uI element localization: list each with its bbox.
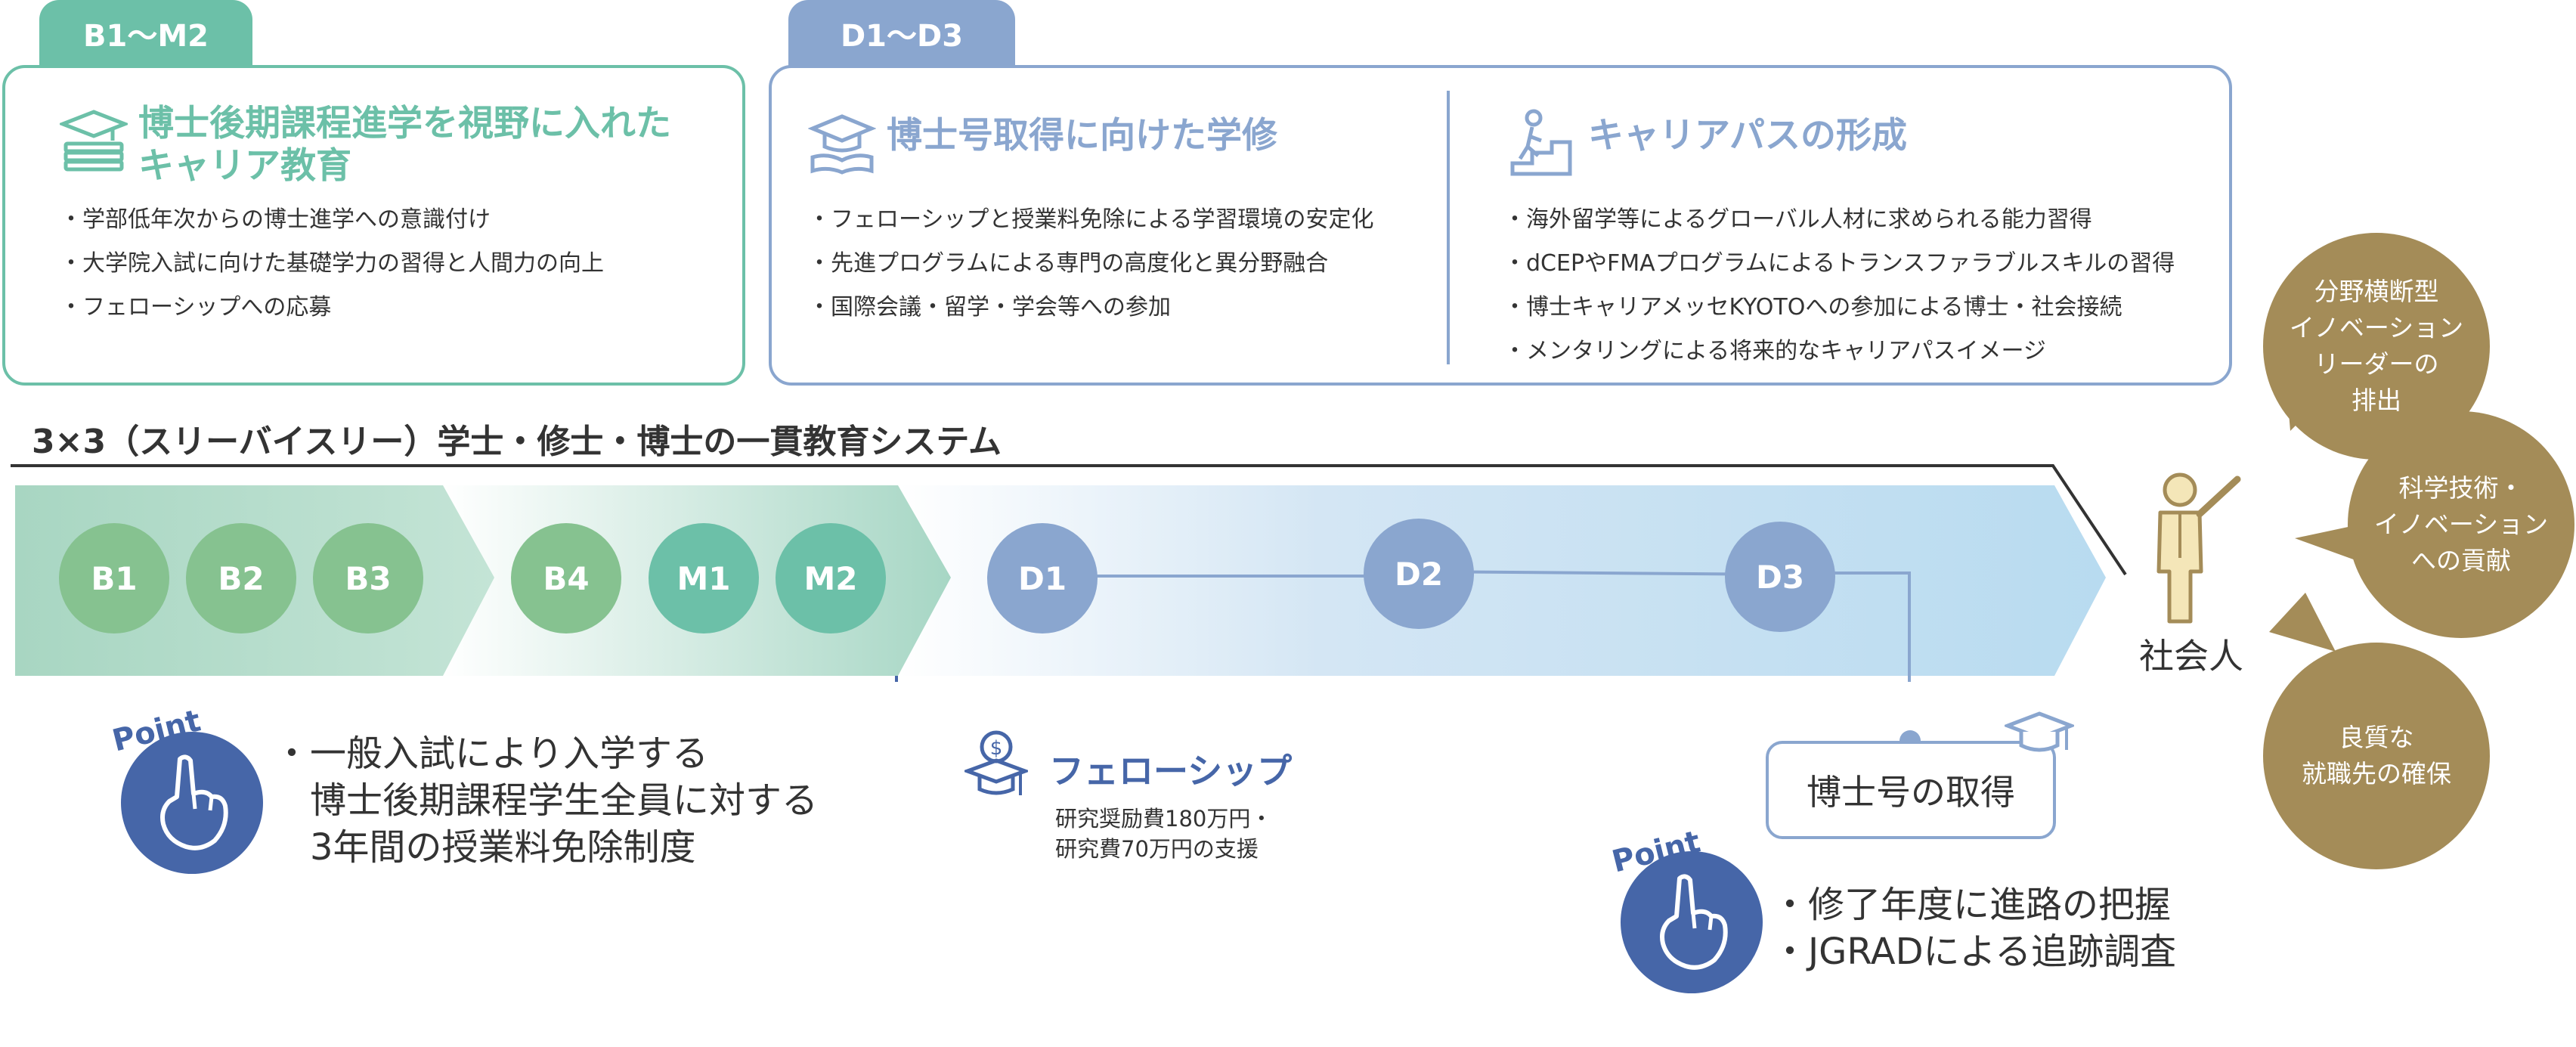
presenting-person-icon [2147, 467, 2245, 626]
list-item: メンタリングによる将来的なキャリアパスイメージ [1503, 330, 2175, 373]
list-item: dCEPやFMAプログラムによるトランスファラブルスキルの習得 [1503, 242, 2175, 286]
stage-d3: D3 [1725, 522, 1835, 632]
list-item: 学部低年次からの博士進学への意識付け [60, 198, 604, 242]
point-badge [1621, 851, 1763, 993]
undergrad-list: 学部低年次からの博士進学への意識付け 大学院入試に向けた基礎学力の習得と人間力の… [60, 198, 604, 330]
list-item: フェローシップと授業料免除による学習環境の安定化 [808, 198, 1374, 242]
point1-line-3: 3年間の授業料免除制度 [274, 826, 696, 869]
list-item: 大学院入試に向けた基礎学力の習得と人間力の向上 [60, 242, 604, 286]
stage-d1: D1 [987, 523, 1098, 633]
degree-label: 博士号の取得 [1807, 772, 2015, 813]
stage-d2: D2 [1364, 519, 1474, 629]
doctoral-study-title: 博士号取得に向けた学修 [887, 115, 1277, 156]
graduation-cap-icon [2005, 711, 2074, 760]
list-item: 博士キャリアメッセKYOTOへの参加による博士・社会接続 [1503, 286, 2175, 330]
coin-graduation-cap-icon: $ [964, 729, 1028, 801]
graduation-cap-book-icon [808, 112, 876, 175]
outcome-employment: 良質な 就職先の確保 [2263, 643, 2490, 869]
outcome-innovation-leader: 分野横断型 イノベーション リーダーの 排出 [2263, 233, 2490, 460]
pointing-hand-icon [160, 754, 228, 850]
point2-line-1: ・修了年度に進路の把握 [1772, 884, 2172, 926]
stage-b4: B4 [511, 523, 621, 633]
doctoral-study-list: フェローシップと授業料免除による学習環境の安定化 先進プログラムによる専門の高度… [808, 198, 1374, 330]
person-climbing-stairs-icon [1509, 109, 1573, 177]
degree-box: 博士号の取得 [1766, 741, 2056, 839]
tab-d1-d3: D1〜D3 [788, 0, 1015, 67]
system-underline [11, 464, 2127, 576]
doctoral-box: 博士号取得に向けた学修 フェローシップと授業料免除による学習環境の安定化 先進プ… [769, 65, 2232, 386]
undergrad-title: 博士後期課程進学を視野に入れた キャリア教育 [138, 103, 671, 187]
list-item: フェローシップへの応募 [60, 286, 604, 330]
system-title: 3×3（スリーバイスリー）学士・修士・博士の一貫教育システム [32, 423, 1002, 461]
point2-line-2: ・JGRADによる追跡調査 [1772, 931, 2177, 973]
books-graduation-cap-icon [60, 109, 128, 172]
stage-m2: M2 [776, 523, 886, 633]
pointing-hand-icon [1660, 874, 1728, 970]
svg-text:$: $ [990, 737, 1003, 760]
stage-b2: B2 [186, 523, 296, 633]
point1-line-2: 博士後期課程学生全員に対する [274, 779, 819, 822]
box-divider [1447, 91, 1450, 364]
stage-b1: B1 [59, 523, 169, 633]
point1-line-1: ・一般入試により入学する [274, 733, 709, 775]
undergrad-box: 博士後期課程進学を視野に入れた キャリア教育 学部低年次からの博士進学への意識付… [2, 65, 745, 386]
career-path-title: キャリアパスの形成 [1588, 115, 1908, 156]
list-item: 先進プログラムによる専門の高度化と異分野融合 [808, 242, 1374, 286]
fellowship-line-1: 研究奨励費180万円・ [1055, 806, 1273, 832]
stage-b3: B3 [313, 523, 423, 633]
tab-b1-m2: B1〜M2 [39, 0, 252, 67]
fellowship-title: フェローシップ [1049, 751, 1293, 791]
list-item: 海外留学等によるグローバル人材に求められる能力習得 [1503, 198, 2175, 242]
outcome-science-contribution: 科学技術・ イノベーション への貢献 [2348, 411, 2574, 638]
list-item: 国際会議・留学・学会等への参加 [808, 286, 1374, 330]
fellowship-line-2: 研究費70万円の支援 [1055, 836, 1259, 862]
career-path-list: 海外留学等によるグローバル人材に求められる能力習得 dCEPやFMAプログラムに… [1503, 198, 2175, 373]
point-badge [121, 732, 263, 874]
stage-m1: M1 [649, 523, 759, 633]
society-label: 社会人 [2139, 636, 2243, 677]
